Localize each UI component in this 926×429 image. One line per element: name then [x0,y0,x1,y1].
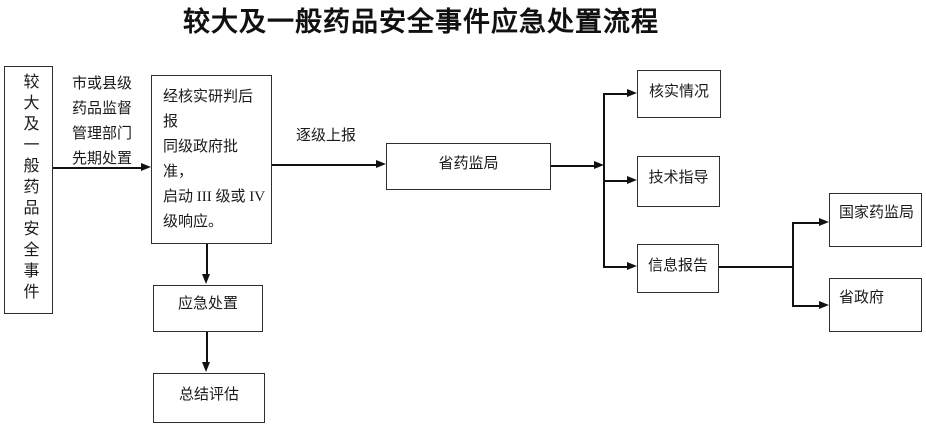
node-event-label: 较大及一般药品安全事件 [20,73,38,304]
node-provincial-gov-label: 省政府 [839,290,885,306]
arrow-down-icon [202,362,210,372]
page-title: 较大及一般药品安全事件应急处置流程 [183,7,659,37]
node-event: 较大及一般药品安全事件 [4,66,53,314]
arrow-right-icon [819,218,829,226]
node-guidance-label: 技术指导 [648,170,709,186]
edge-junction2-to-national-line [792,222,820,224]
node-provincial-bureau-label: 省药监局 [438,156,499,172]
edge-junction-to-report-line [603,266,628,268]
edge-emergency-to-summary-line [206,332,208,363]
edge-initial-to-emergency-line [206,244,208,275]
edge-junction-to-verify-line [603,93,628,95]
node-provincial-bureau: 省药监局 [386,143,551,190]
edge-junction2-to-provgov-line [792,305,820,307]
node-summary-label: 总结评估 [178,387,239,403]
arrow-right-icon [627,89,637,97]
arrow-right-icon [627,262,637,270]
node-initial-response: 经核实研判后报 同级政府批准， 启动 III 级或 IV 级响应。 [151,75,272,244]
arrow-down-icon [202,274,210,284]
node-emergency: 应急处置 [153,285,263,332]
edge-report-to-junction2-line [719,266,794,268]
edge-label-escalate: 逐级上报 [296,128,357,144]
node-national-bureau: 国家药监局 [829,193,922,247]
node-initial-response-label: 经核实研判后报 同级政府批准， 启动 III 级或 IV 级响应。 [163,89,266,230]
arrow-right-icon [141,163,151,171]
node-emergency-label: 应急处置 [177,296,238,312]
node-info-report-label: 信息报告 [647,258,708,274]
edge-label-pre-disposal: 市或县级 药品监督 管理部门 先期处置 [72,76,133,167]
arrow-right-icon [819,301,829,309]
node-info-report: 信息报告 [637,244,719,293]
arrow-right-icon [376,160,386,168]
edge-junction-to-guidance-line [603,180,628,182]
node-provincial-gov: 省政府 [829,278,922,332]
edge-provincial-to-junction-line [551,165,595,167]
edge-initial-to-provincial-line [272,164,377,166]
junction2-branch-line [792,222,794,307]
node-verify: 核实情况 [637,70,721,118]
arrow-right-icon [594,161,604,169]
node-national-bureau-label: 国家药监局 [839,205,915,221]
node-summary: 总结评估 [153,373,265,423]
arrow-right-icon [627,176,637,184]
node-guidance: 技术指导 [637,156,720,207]
node-verify-label: 核实情况 [648,84,709,100]
edge-event-to-initial-line [53,167,142,169]
